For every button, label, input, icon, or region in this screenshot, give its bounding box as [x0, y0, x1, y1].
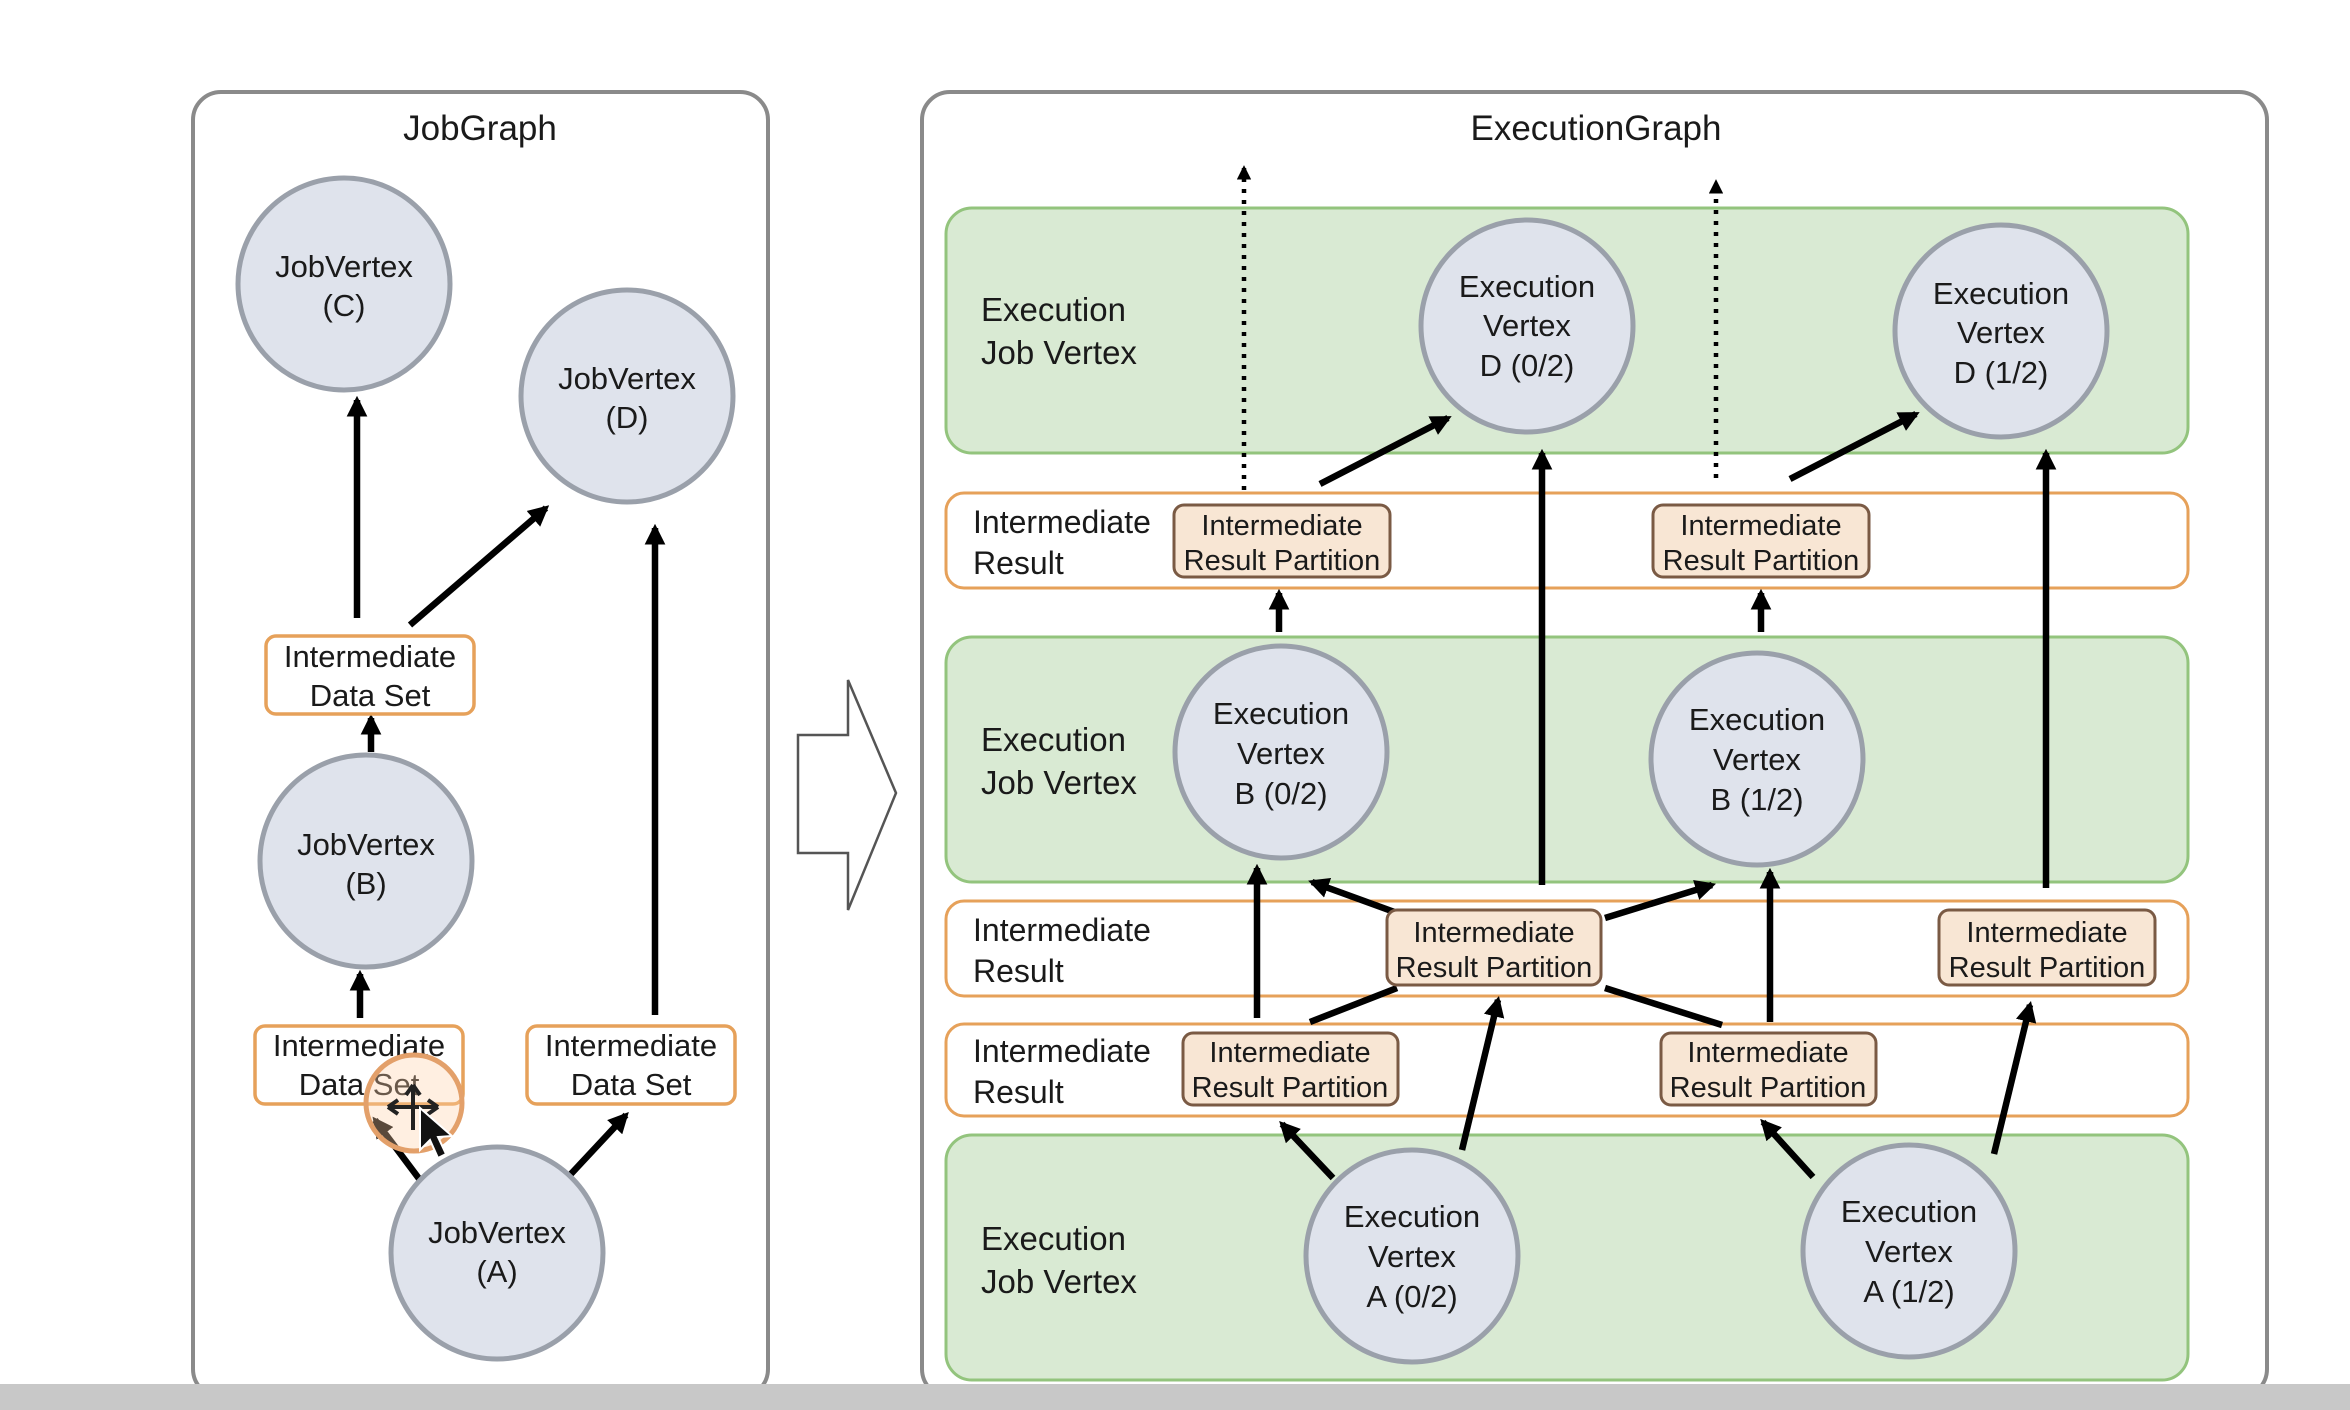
svg-text:Vertex: Vertex — [1483, 308, 1571, 343]
svg-text:JobVertex: JobVertex — [275, 249, 413, 284]
svg-text:Vertex: Vertex — [1957, 315, 2045, 350]
svg-text:Execution: Execution — [981, 721, 1126, 758]
svg-text:Intermediate: Intermediate — [1413, 917, 1574, 949]
svg-text:Job Vertex: Job Vertex — [981, 764, 1137, 801]
svg-text:Vertex: Vertex — [1368, 1239, 1456, 1274]
bottom-scroll-bar — [0, 1384, 2350, 1410]
result-partition-a0-lower: Intermediate Result Partition — [1181, 1031, 1400, 1107]
svg-text:Intermediate: Intermediate — [1680, 510, 1841, 542]
svg-text:Result: Result — [973, 953, 1064, 989]
result-partition-b1: Intermediate Result Partition — [1651, 503, 1871, 579]
jobvertex-c: JobVertex (C) — [235, 175, 453, 393]
svg-text:Vertex: Vertex — [1237, 736, 1325, 771]
svg-text:B (0/2): B (0/2) — [1234, 776, 1327, 811]
band-intermediate-result-b: Intermediate Result — [944, 491, 2190, 590]
svg-text:A (0/2): A (0/2) — [1366, 1279, 1457, 1314]
svg-text:Intermediate: Intermediate — [1209, 1037, 1370, 1069]
svg-text:Result Partition: Result Partition — [1949, 952, 2146, 984]
execution-vertex-b0: Execution Vertex B (0/2) — [1172, 643, 1390, 861]
execution-vertex-d0: Execution Vertex D (0/2) — [1418, 217, 1636, 435]
edge-a1-to-right-partition — [1990, 1000, 2037, 1155]
edge-dataset-to-d — [407, 505, 550, 628]
svg-text:Result Partition: Result Partition — [1396, 952, 1593, 984]
execution-vertex-b1: Execution Vertex B (1/2) — [1648, 650, 1866, 868]
jobvertex-d: JobVertex (D) — [518, 287, 736, 505]
svg-text:Job Vertex: Job Vertex — [981, 1263, 1137, 1300]
svg-text:Job Vertex: Job Vertex — [981, 334, 1137, 371]
execution-vertex-d1: Execution Vertex D (1/2) — [1892, 222, 2110, 440]
svg-text:Execution: Execution — [981, 291, 1126, 328]
transform-arrow-icon — [796, 679, 898, 911]
edge-partition-to-d1 — [1788, 411, 1920, 482]
svg-text:Result Partition: Result Partition — [1184, 545, 1381, 577]
edge-partition-cross-right — [1604, 984, 1723, 1029]
svg-text:Vertex: Vertex — [1713, 742, 1801, 777]
svg-text:JobVertex: JobVertex — [558, 361, 696, 396]
edge-mid-partition-to-b0 — [1308, 877, 1399, 917]
band-execution-job-vertex-b: Execution Job Vertex — [944, 635, 2190, 884]
result-partition-a0-upper: Intermediate Result Partition — [1385, 908, 1603, 987]
svg-text:Vertex: Vertex — [1865, 1234, 1953, 1269]
execution-vertex-a1: Execution Vertex A (1/2) — [1800, 1142, 2018, 1360]
svg-text:Result: Result — [973, 1074, 1064, 1110]
svg-text:D (0/2): D (0/2) — [1480, 348, 1575, 383]
svg-text:Execution: Execution — [1344, 1199, 1480, 1234]
svg-text:Data Set: Data Set — [571, 1067, 692, 1102]
svg-text:Intermediate: Intermediate — [1687, 1037, 1848, 1069]
intermediate-dataset-bottom-right: Intermediate Data Set — [525, 1024, 737, 1106]
svg-text:Result Partition: Result Partition — [1670, 1072, 1867, 1104]
jobgraph-title: JobGraph — [403, 109, 557, 148]
svg-text:Intermediate: Intermediate — [1201, 510, 1362, 542]
svg-text:Intermediate: Intermediate — [545, 1028, 717, 1063]
svg-text:JobVertex: JobVertex — [297, 827, 435, 862]
svg-text:Execution: Execution — [1459, 269, 1595, 304]
svg-text:Execution: Execution — [1213, 696, 1349, 731]
execution-vertex-a0: Execution Vertex A (0/2) — [1303, 1147, 1521, 1365]
edge-a-to-dataset-right — [567, 1111, 629, 1178]
svg-text:Intermediate: Intermediate — [973, 912, 1151, 948]
svg-text:Execution: Execution — [981, 1220, 1126, 1257]
svg-text:Result: Result — [973, 545, 1064, 581]
svg-text:Intermediate: Intermediate — [973, 504, 1151, 540]
intermediate-dataset-top: Intermediate Data Set — [264, 634, 476, 716]
svg-text:(D): (D) — [605, 400, 648, 435]
svg-text:Execution: Execution — [1841, 1194, 1977, 1229]
edge-a0-to-partition — [1279, 1120, 1336, 1181]
svg-text:(C): (C) — [322, 288, 365, 323]
svg-text:Data Set: Data Set — [299, 1067, 420, 1102]
svg-text:D (1/2): D (1/2) — [1954, 355, 2049, 390]
svg-text:JobVertex: JobVertex — [428, 1215, 566, 1250]
result-partition-a1-upper: Intermediate Result Partition — [1937, 908, 2157, 987]
edge-a1-to-partition — [1760, 1118, 1816, 1180]
svg-text:Result Partition: Result Partition — [1192, 1072, 1389, 1104]
edge-partition-to-d0 — [1318, 415, 1452, 487]
result-partition-a1-lower: Intermediate Result Partition — [1659, 1031, 1878, 1107]
svg-text:Intermediate: Intermediate — [1966, 917, 2127, 949]
svg-text:(A): (A) — [476, 1254, 517, 1289]
svg-text:Execution: Execution — [1689, 702, 1825, 737]
cursor-move-icon — [363, 1052, 465, 1160]
band-intermediate-result-a-lower: Intermediate Result — [944, 1022, 2190, 1118]
svg-text:Intermediate: Intermediate — [284, 639, 456, 674]
svg-text:B (1/2): B (1/2) — [1710, 782, 1803, 817]
svg-text:Data Set: Data Set — [310, 678, 431, 713]
svg-text:Execution: Execution — [1933, 276, 2069, 311]
svg-text:Result Partition: Result Partition — [1663, 545, 1860, 577]
svg-text:Intermediate: Intermediate — [973, 1033, 1151, 1069]
executiongraph-title: ExecutionGraph — [1471, 109, 1722, 148]
jobvertex-b: JobVertex (B) — [257, 752, 475, 970]
result-partition-b0: Intermediate Result Partition — [1172, 503, 1392, 579]
edge-partition-cross-left — [1308, 984, 1399, 1026]
svg-text:(B): (B) — [345, 866, 386, 901]
edge-mid-partition-to-b1 — [1604, 879, 1716, 922]
edge-a0-to-mid-partition — [1458, 995, 1505, 1151]
svg-text:A (1/2): A (1/2) — [1863, 1274, 1954, 1309]
jobvertex-a: JobVertex (A) — [388, 1144, 606, 1362]
